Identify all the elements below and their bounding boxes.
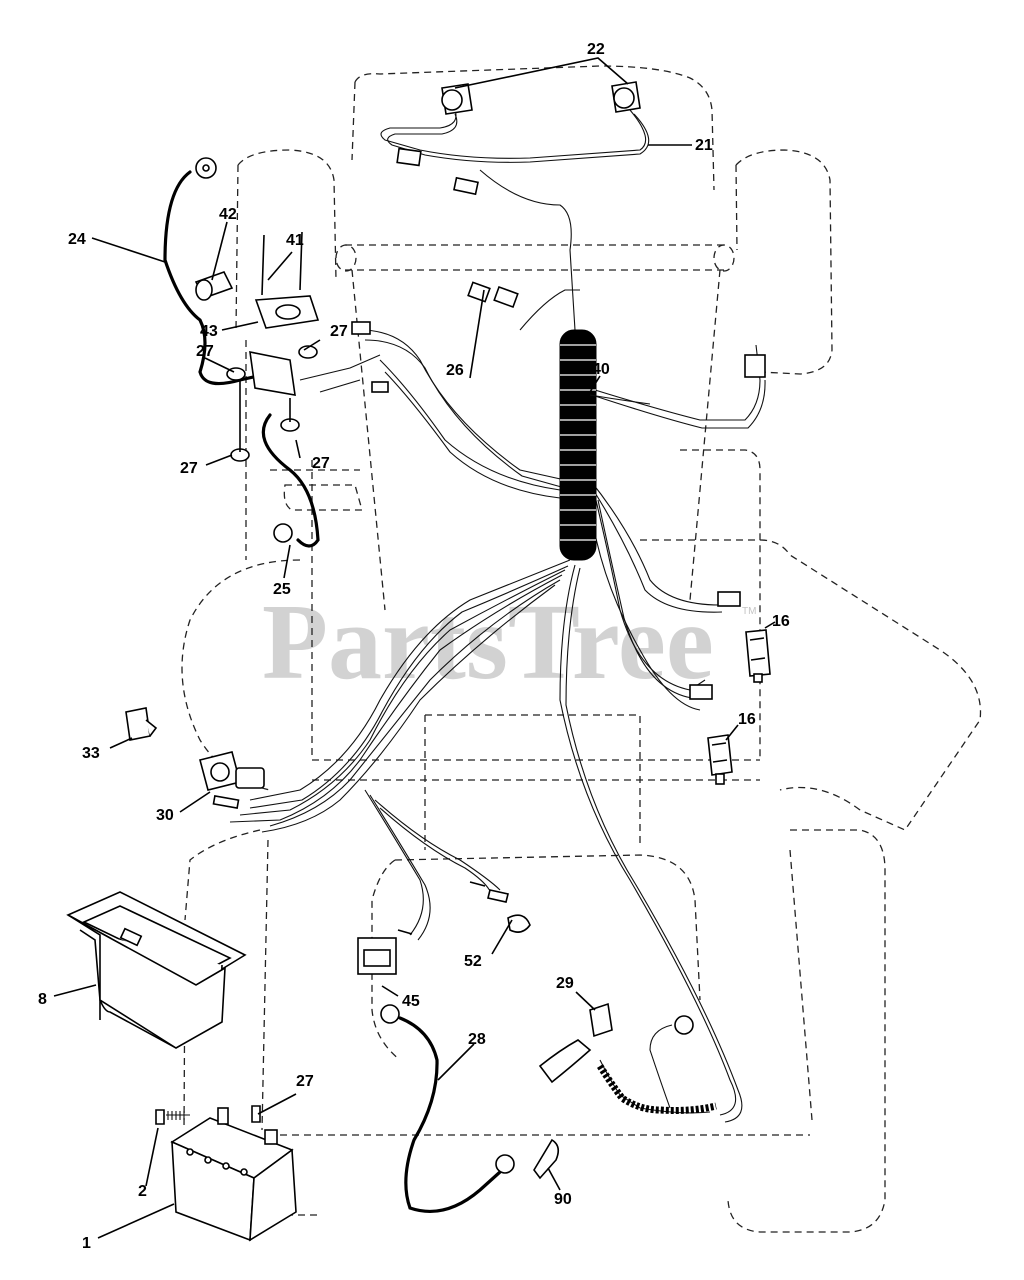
callout-27-lower-left: 27 [180,460,198,477]
callout-8: 8 [38,991,47,1008]
connectors [707,629,771,785]
callout-43: 43 [200,323,218,340]
callout-90: 90 [554,1191,572,1208]
watermark-trademark: TM [742,606,756,617]
callout-27-lower-right: 27 [312,455,330,472]
battery-box [66,891,247,1049]
tractor-outline [181,65,982,1233]
callout-40: 40 [592,361,610,378]
negative-cable [357,881,560,1213]
callout-16-upper: 16 [772,613,790,630]
battery [155,1105,297,1242]
solenoid-area [163,157,381,548]
callout-29: 29 [556,975,574,992]
callout-16-lower: 16 [738,711,756,728]
callout-42: 42 [219,206,237,223]
callout-1: 1 [82,1235,91,1252]
callout-21: 21 [695,137,713,154]
callout-27-top: 27 [330,323,348,340]
callout-33: 33 [82,745,100,762]
callout-24: 24 [68,231,86,248]
main-harness [229,281,766,1123]
callout-26: 26 [446,362,464,379]
callout-labels: 22 21 24 42 41 43 27 27 27 27 26 40 25 1… [38,41,790,1252]
ignition-switch [125,707,265,809]
callout-45: 45 [402,993,420,1010]
callout-25: 25 [273,581,291,598]
callout-41: 41 [286,232,304,249]
watermark-text: PartsTree [262,583,714,702]
leader-lines [53,57,776,1239]
callout-27-left: 27 [196,343,214,360]
callout-30: 30 [156,807,174,824]
callout-52: 52 [464,953,482,970]
callout-22: 22 [587,41,605,58]
callout-27-battery: 27 [296,1073,314,1090]
callout-2: 2 [138,1183,147,1200]
pto-clutch-wire [538,1002,717,1114]
headlight-assembly [380,81,650,331]
callout-28: 28 [468,1031,486,1048]
